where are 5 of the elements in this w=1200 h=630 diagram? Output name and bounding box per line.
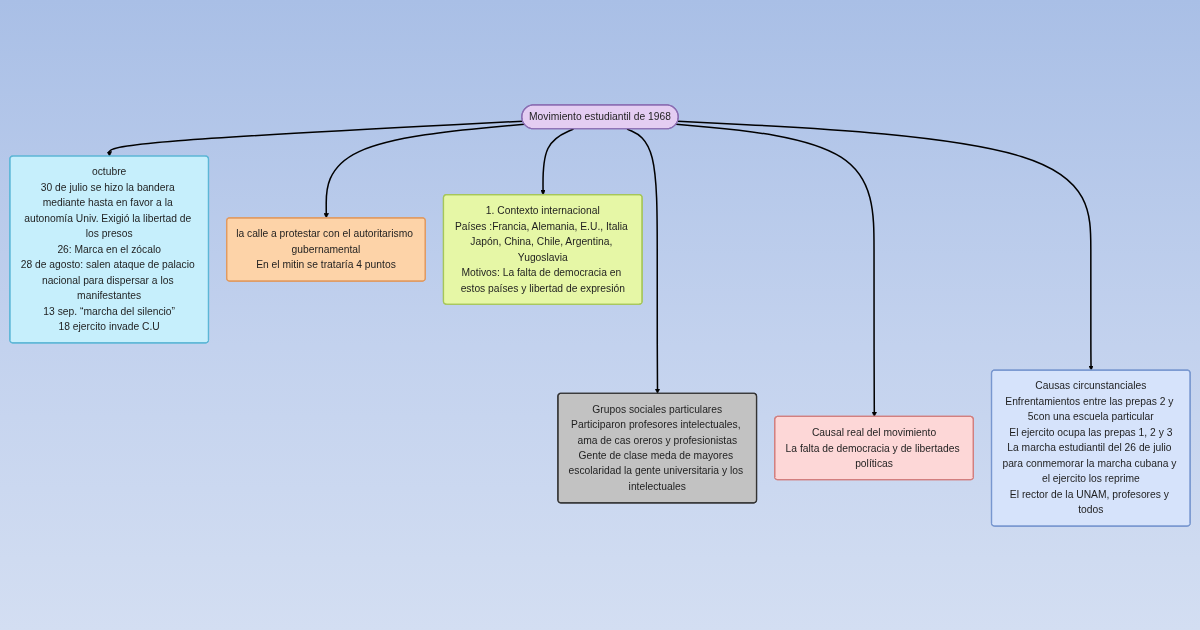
arrow xyxy=(677,119,1094,371)
arrow xyxy=(626,127,661,394)
arrow xyxy=(106,119,524,157)
arrow xyxy=(540,127,575,195)
arrow xyxy=(675,123,877,417)
